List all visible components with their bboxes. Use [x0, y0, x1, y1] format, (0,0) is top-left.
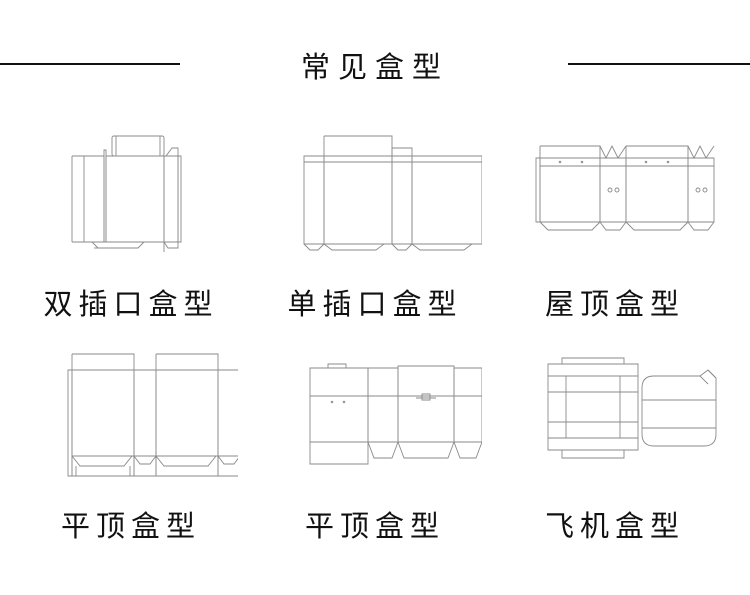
flat-top-box-dieline-icon: [8, 348, 258, 478]
box-label: 平顶盒型: [60, 509, 201, 543]
page-title: 常见盒型: [300, 50, 449, 84]
header-rule-right: [568, 63, 750, 65]
header-rule-left: [0, 63, 180, 65]
box-label: 屋顶盒型: [544, 287, 685, 321]
single-tuck-box-dieline-icon: [252, 128, 502, 253]
flat-top-box-dieline-2-icon: [252, 348, 502, 478]
box-label: 双插口盒型: [43, 287, 219, 321]
box-label: 单插口盒型: [287, 287, 463, 321]
box-label: 飞机盒型: [544, 509, 685, 543]
double-tuck-box-dieline-icon: [8, 128, 258, 253]
mailer-box-dieline-icon: [500, 348, 750, 478]
gable-top-box-dieline-icon: [500, 128, 750, 253]
box-label: 平顶盒型: [304, 509, 445, 543]
